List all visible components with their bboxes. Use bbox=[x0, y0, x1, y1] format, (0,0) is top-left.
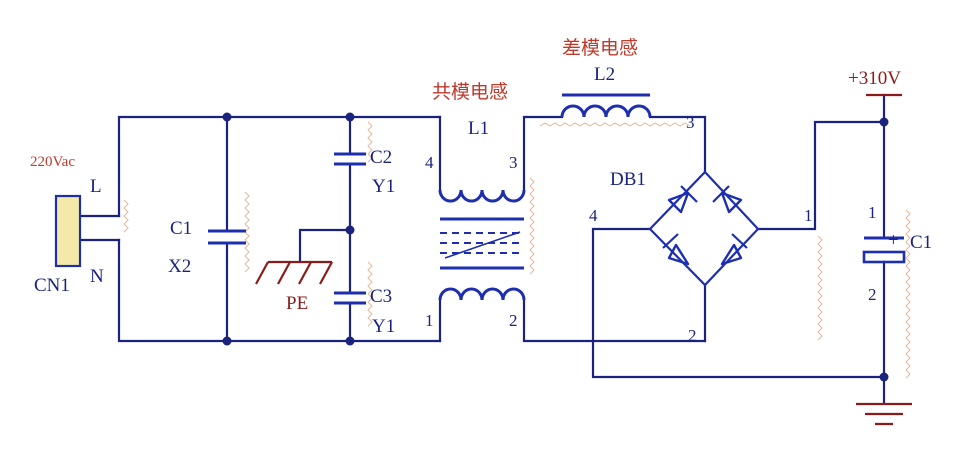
connector-ref: CN1 bbox=[34, 275, 70, 296]
capacitor-y-top: C2 Y1 bbox=[334, 147, 395, 197]
inductor-diff-mode: 差模电感 L2 3 bbox=[560, 37, 695, 132]
ground-symbol bbox=[856, 402, 912, 426]
cap-bulk-polarity: + bbox=[888, 230, 899, 251]
cap-bulk-pin-2: 2 bbox=[868, 285, 877, 304]
l1-pin-2: 2 bbox=[509, 311, 518, 330]
common-mode-ref: L1 bbox=[468, 118, 489, 139]
diode-4 bbox=[720, 233, 748, 266]
cap-bulk-ref: C1 bbox=[910, 232, 932, 253]
l1-pin-1: 1 bbox=[425, 311, 434, 330]
cap-y-top-type: Y1 bbox=[372, 176, 395, 197]
inductor-common-mode: 共模电感 L1 4 3 1 2 bbox=[425, 81, 526, 330]
connector-voltage: 220Vac bbox=[30, 154, 75, 170]
cap-y-bottom-ref: C3 bbox=[370, 286, 392, 307]
db1-pin-1: 1 bbox=[804, 206, 813, 225]
output-rail: +310V bbox=[848, 68, 902, 97]
capacitor-x2: C1 X2 bbox=[168, 218, 246, 277]
junctions bbox=[222, 112, 889, 382]
capacitor-bulk: + C1 1 2 bbox=[862, 203, 932, 304]
capacitor-y-bottom: C3 Y1 bbox=[334, 286, 395, 337]
bridge-rectifier: DB1 4 1 2 bbox=[589, 169, 813, 345]
earth-pe: PE bbox=[255, 260, 333, 314]
common-mode-title: 共模电感 bbox=[432, 81, 508, 103]
cap-x-ref: C1 bbox=[170, 218, 192, 239]
line-label: L bbox=[90, 176, 102, 197]
db1-pin-4: 4 bbox=[589, 206, 598, 225]
neutral-label: N bbox=[90, 266, 104, 287]
wires bbox=[78, 93, 886, 405]
output-voltage: +310V bbox=[848, 68, 901, 89]
cap-bulk-pin-1: 1 bbox=[868, 203, 877, 222]
l1-pin-3: 3 bbox=[509, 153, 518, 172]
diode-3 bbox=[662, 233, 690, 266]
cap-x-type: X2 bbox=[168, 256, 191, 277]
cap-y-bottom-type: Y1 bbox=[372, 316, 395, 337]
cap-y-top-ref: C2 bbox=[370, 147, 392, 168]
l1-pin-4: 4 bbox=[425, 153, 434, 172]
connector-cn1: 220Vac L N CN1 bbox=[30, 154, 104, 296]
bridge-ref: DB1 bbox=[610, 169, 646, 190]
diff-mode-ref: L2 bbox=[594, 64, 615, 85]
l2-pin-3: 3 bbox=[686, 113, 695, 132]
decoration-hatches bbox=[123, 121, 911, 379]
diff-mode-title: 差模电感 bbox=[562, 37, 638, 59]
diode-2 bbox=[712, 185, 743, 214]
earth-label: PE bbox=[286, 293, 308, 314]
db1-pin-2: 2 bbox=[688, 326, 697, 345]
diode-1 bbox=[667, 185, 698, 214]
